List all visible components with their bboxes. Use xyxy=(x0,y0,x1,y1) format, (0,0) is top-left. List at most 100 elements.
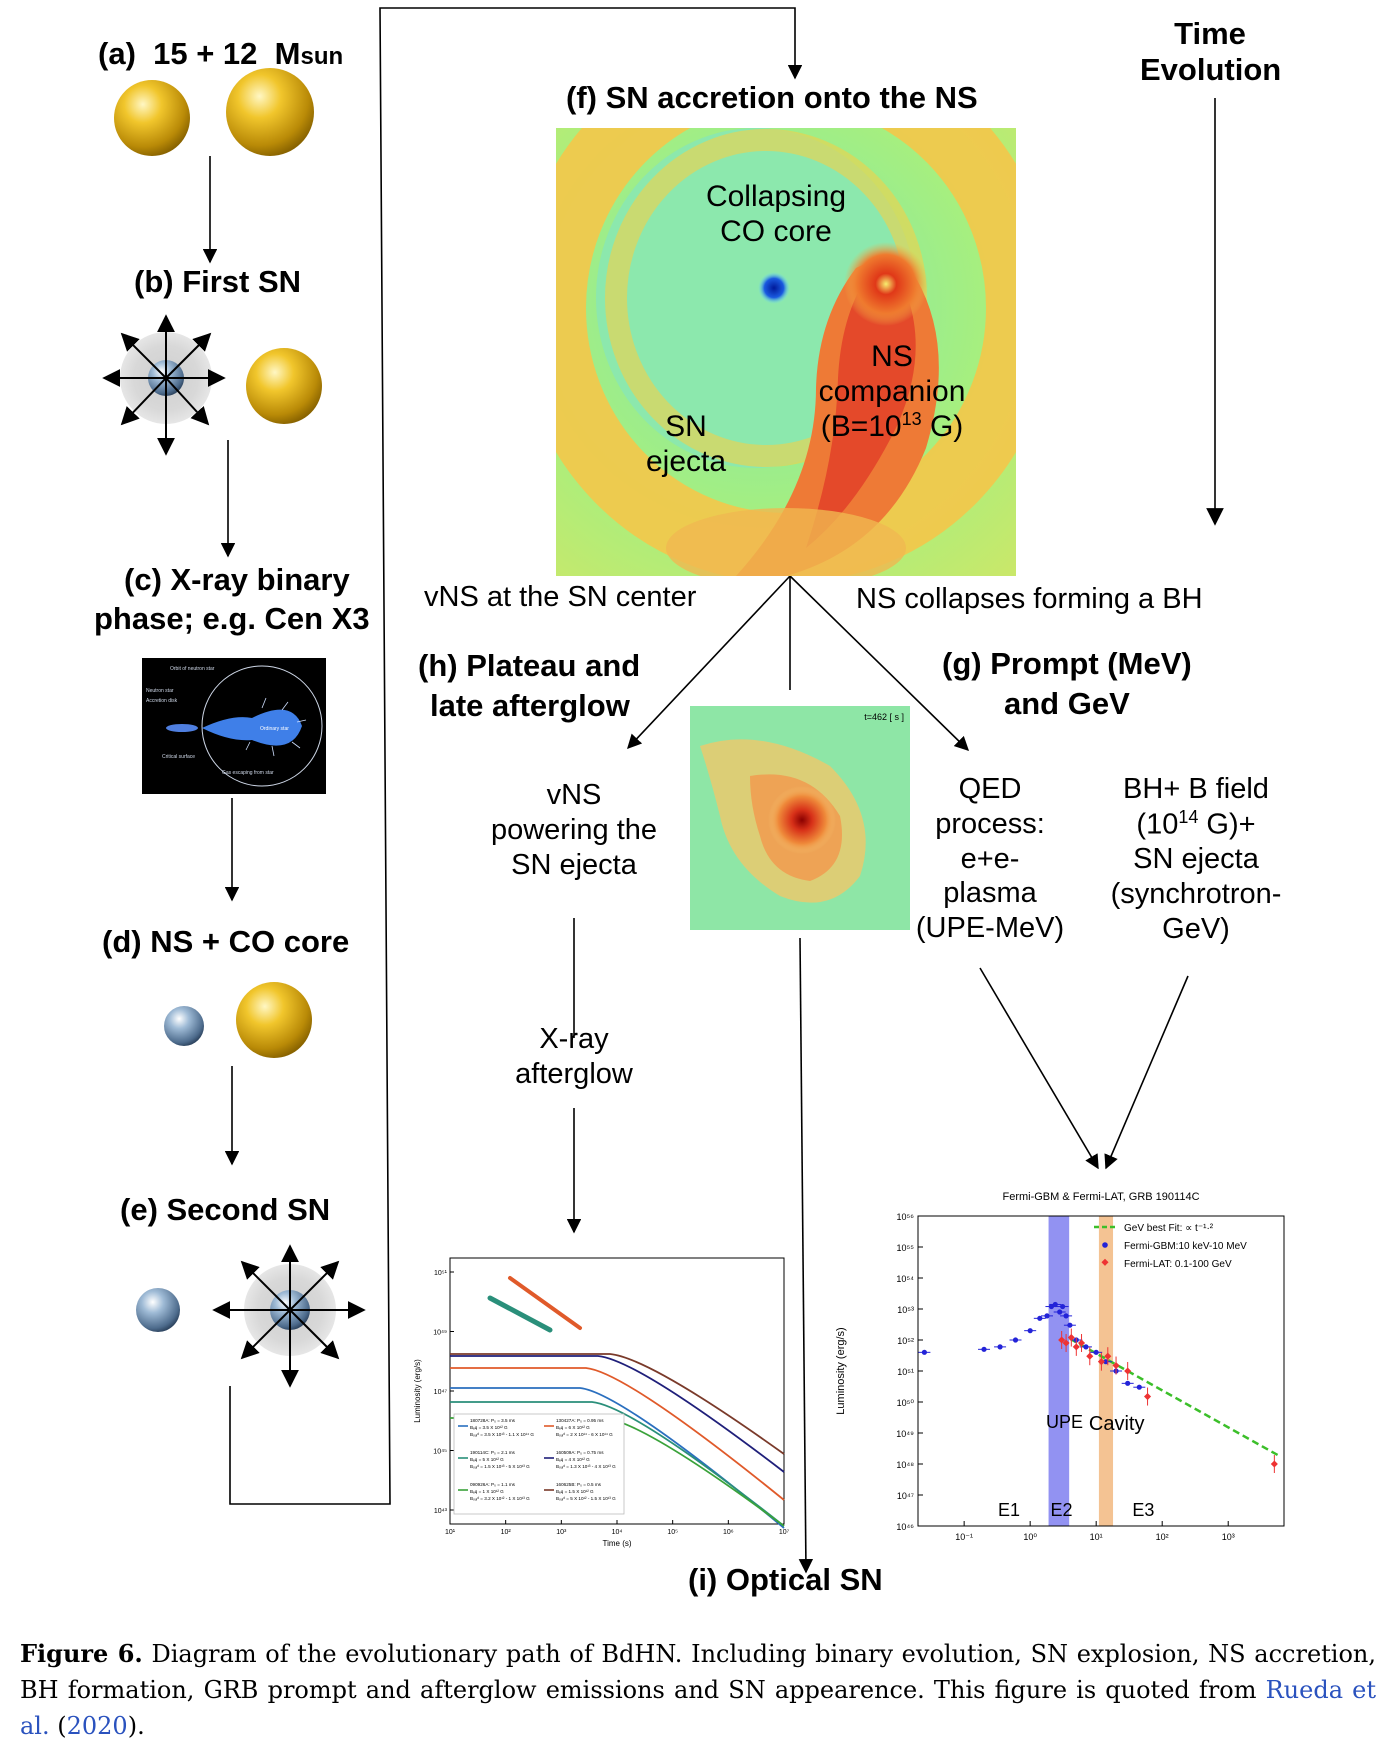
legend-entry: Fermi-GBM:10 keV-10 MeV xyxy=(1124,1241,1247,1252)
neutron-star-icon xyxy=(164,1006,204,1046)
gbm-point xyxy=(981,1346,987,1352)
optical-sn-label: (i) Optical SN xyxy=(688,1562,883,1597)
gbm-point xyxy=(1057,1309,1063,1315)
sn-ejecta-label: SN ejecta xyxy=(645,410,727,478)
band-cavity xyxy=(1098,1216,1114,1526)
neutron-star-icon-2 xyxy=(136,1288,180,1332)
afterglow-legend-text: Bₑq = 4 X 10¹² G xyxy=(556,1457,590,1462)
afterglow-xtick-label: 10² xyxy=(501,1529,512,1536)
afterglow-ylabel: Luminosity (erg/s) xyxy=(413,1359,422,1423)
xray-afterglow-label: X-ray afterglow xyxy=(515,1023,633,1090)
gbm-point xyxy=(1012,1337,1019,1343)
bh-field-label: BH+ B field (1014 G)+ SN ejecta (synchro… xyxy=(1110,773,1282,945)
arrow-bh-plot xyxy=(1104,975,1189,1170)
fermi-ytick-label: 10⁵⁶ xyxy=(897,1212,915,1222)
afterglow-legend-text: Bₒᵤᵢᵈ = 1.5 X 10¹³ - 5 X 10¹³ G xyxy=(470,1464,530,1469)
stage-a-title: (a) 15 + 12 Msun xyxy=(98,36,344,71)
fermi-xlabel: Rest-Frame time (s) xyxy=(1052,1547,1150,1548)
lat-point xyxy=(1086,1352,1094,1360)
stage-c-title-line2: phase; e.g. Cen X3 xyxy=(94,601,370,636)
gbm-point xyxy=(1037,1315,1043,1321)
band-upe xyxy=(1048,1216,1070,1526)
afterglow-legend-text: Bₑq = 1 X 10¹² G xyxy=(470,1489,504,1494)
stage-g-title-line1: (g) Prompt (MeV) xyxy=(942,646,1192,681)
figure-caption: Figure 6. Diagram of the evolutionary pa… xyxy=(20,1639,1377,1740)
afterglow-xtick-label: 10⁷ xyxy=(779,1529,790,1536)
gbm-point xyxy=(1125,1380,1131,1386)
afterglow-xtick-label: 10⁵ xyxy=(667,1529,678,1536)
afterglow-legend-text: 130427A: P₀ = 0.95 ms xyxy=(556,1418,604,1423)
afterglow-legend-text: Bₒᵤᵢᵈ = 2 X 10¹⁴ - 6 X 10¹⁴ G xyxy=(556,1432,613,1437)
fermi-ytick-label: 10⁵² xyxy=(897,1336,914,1346)
vns-center-label: vNS at the SN center xyxy=(424,581,697,613)
fermi-ytick-label: 10⁵¹ xyxy=(897,1367,914,1377)
afterglow-legend-text: 180728A: P₀ = 3.5 ms xyxy=(470,1418,516,1423)
fermi-xtick-label: 10⁰ xyxy=(1023,1532,1037,1542)
afterglow-model-130427A xyxy=(450,1367,785,1501)
caption-lead: Figure 6. xyxy=(20,1639,143,1668)
arrow-qed-plot xyxy=(979,967,1099,1170)
companion-star-icon xyxy=(246,348,322,424)
cen-x3-illustration: Orbit of neutron star Neutron star Accre… xyxy=(142,658,326,794)
caption-ref-year[interactable]: 2020 xyxy=(66,1712,128,1740)
second-sn-explosion-icon xyxy=(212,1244,366,1388)
cen-critical-label: Critical surface xyxy=(162,754,195,760)
cen-orbit-label: Orbit of neutron star xyxy=(170,666,215,672)
time-evolution-label: Time Evolution xyxy=(1140,16,1282,87)
legend-entry: Fermi-LAT: 0.1-100 GeV xyxy=(1124,1259,1232,1270)
arrow-optical xyxy=(798,937,814,1574)
fermi-xtick-label: 10¹ xyxy=(1090,1532,1103,1542)
caption-ref-link[interactable]: Rueda et al. xyxy=(20,1676,1376,1740)
afterglow-legend-text: 160509A: P₀ = 0.75 ms xyxy=(556,1450,604,1455)
gbm-point xyxy=(1083,1344,1089,1350)
afterglow-legend-text: 160625B: P₀ = 0.5 ms xyxy=(556,1482,602,1487)
qed-process-label: QED process: e+e- plasma (UPE-MeV) xyxy=(915,773,1065,945)
gbm-point xyxy=(1136,1384,1142,1390)
fermi-ytick-label: 10⁵³ xyxy=(897,1305,914,1315)
simulation-panel-f: Collapsing CO core NS companion (B=1013 … xyxy=(556,128,1016,576)
afterglow-legend-text: 190114C: P₀ = 2.1 ms xyxy=(470,1450,516,1455)
region-e2: E2 xyxy=(1051,1500,1073,1520)
gbm-point xyxy=(1059,1303,1066,1310)
afterglow-legend-text: Bₑq = 3.5 X 10¹² G xyxy=(470,1425,508,1430)
gbm-point xyxy=(1063,1313,1069,1319)
first-sn-explosion-icon xyxy=(102,314,226,456)
legend-gbm-swatch xyxy=(1102,1242,1108,1248)
lat-point xyxy=(1072,1343,1080,1351)
afterglow-model-160509A xyxy=(450,1355,785,1473)
afterglow-legend-text: Bₒᵤᵢᵈ = 3.5 X 10¹³ - 1.1 X 10¹⁴ G xyxy=(470,1432,534,1437)
gbm-point xyxy=(1027,1328,1033,1334)
afterglow-xtick-label: 10⁴ xyxy=(612,1529,623,1536)
stage-b-title: (b) First SN xyxy=(134,264,302,299)
region-e1: E1 xyxy=(998,1500,1020,1520)
afterglow-xlabel: Time (s) xyxy=(602,1539,631,1548)
gbm-point xyxy=(1044,1313,1050,1319)
afterglow-legend-text: Bₑq = 1.5 X 10¹² G xyxy=(556,1489,594,1494)
fermi-xtick-label: 10⁻¹ xyxy=(955,1532,973,1542)
gbm-point xyxy=(921,1349,927,1355)
co-core-icon xyxy=(236,982,312,1058)
afterglow-model-190114C xyxy=(450,1401,785,1527)
collapsing-co-core-label: Collapsing CO core xyxy=(705,180,847,248)
simulation-panel-small: t=462 [ s ] xyxy=(690,706,910,930)
cen-neutron-label: Neutron star xyxy=(146,688,174,694)
connector-layer xyxy=(102,7,1224,1574)
fermi-ytick-label: 10⁴⁹ xyxy=(896,1429,914,1439)
afterglow-legend-text: Bₑq = 5 X 10¹² G xyxy=(470,1457,504,1462)
afterglow-ytick-label: 10⁴⁵ xyxy=(433,1449,447,1456)
legend-entry: GeV best Fit: ∝ t⁻¹·² xyxy=(1124,1223,1214,1234)
afterglow-xtick-label: 10¹ xyxy=(445,1529,456,1536)
fermi-title: Fermi-GBM & Fermi-LAT, GRB 190114C xyxy=(1002,1191,1199,1203)
afterglow-legend-text: Bₒᵤᵢᵈ = 3.2 X 10¹² - 1 X 10¹³ G xyxy=(470,1496,530,1501)
cen-gas-label: Gas escaping from star xyxy=(222,770,274,776)
star-12-icon xyxy=(226,68,314,156)
lat-point xyxy=(1270,1460,1278,1468)
gbm-point xyxy=(997,1344,1003,1350)
fermi-ytick-label: 10⁵⁰ xyxy=(897,1398,915,1408)
lat-point xyxy=(1144,1393,1152,1401)
afterglow-legend-text: 090926A: P₀ = 1.1 ms xyxy=(470,1482,516,1487)
gbm-point xyxy=(1048,1303,1055,1310)
arrow-f-g xyxy=(789,575,970,752)
